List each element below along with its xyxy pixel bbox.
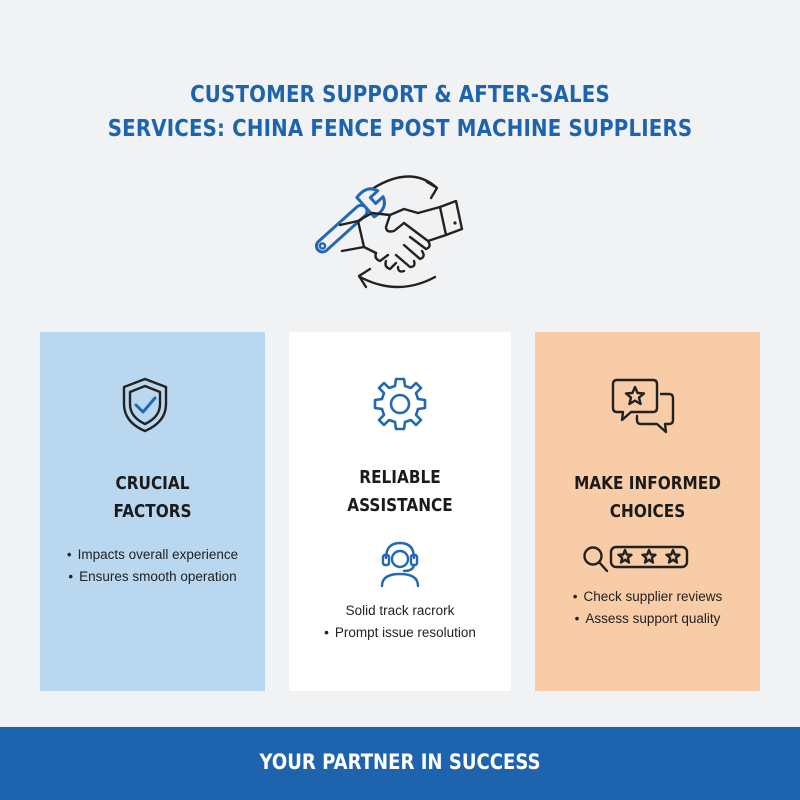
- shield-check-icon: [122, 377, 168, 433]
- page-title-line-1: CUSTOMER SUPPORT & AFTER-SALES: [190, 82, 610, 108]
- list-item: Check supplier reviews: [535, 586, 760, 608]
- footer-banner: YOUR PARTNER IN SUCCESS: [0, 727, 800, 800]
- card-crucial-factors: CRUCIAL FACTORS Impacts overall experien…: [40, 332, 265, 691]
- bullet-list: Solid track racrork Prompt issue resolut…: [289, 600, 511, 644]
- headset-agent-icon: [380, 541, 420, 588]
- card-title: MAKE INFORMED CHOICES: [574, 473, 721, 522]
- bullet-list: Impacts overall experience Ensures smoot…: [40, 544, 265, 588]
- footer-text: YOUR PARTNER IN SUCCESS: [259, 750, 541, 774]
- card-title: RELIABLE ASSISTANCE: [347, 467, 453, 516]
- bullet-list: Check supplier reviews Assess support qu…: [535, 586, 760, 630]
- card-title: CRUCIAL FACTORS: [113, 473, 192, 522]
- list-item: Prompt issue resolution: [289, 622, 511, 644]
- magnifier-stars-icon: [583, 545, 689, 573]
- card-make-informed-choices: MAKE INFORMED CHOICES Check supplier rev…: [535, 332, 760, 691]
- list-item: Assess support quality: [535, 608, 760, 630]
- list-item: Ensures smooth operation: [40, 566, 265, 588]
- page-title: CUSTOMER SUPPORT & AFTER-SALES SERVICES:…: [56, 78, 744, 146]
- handshake-wrench-cycle-icon: [314, 175, 464, 289]
- gear-icon: [373, 377, 427, 431]
- list-item: Impacts overall experience: [40, 544, 265, 566]
- page-title-line-2: SERVICES: CHINA FENCE POST MACHINE SUPPL…: [107, 116, 693, 142]
- card-reliable-assistance: RELIABLE ASSISTANCE Solid track racrork …: [289, 332, 511, 691]
- list-item: Solid track racrork: [345, 603, 455, 618]
- star-chat-bubbles-icon: [611, 378, 675, 434]
